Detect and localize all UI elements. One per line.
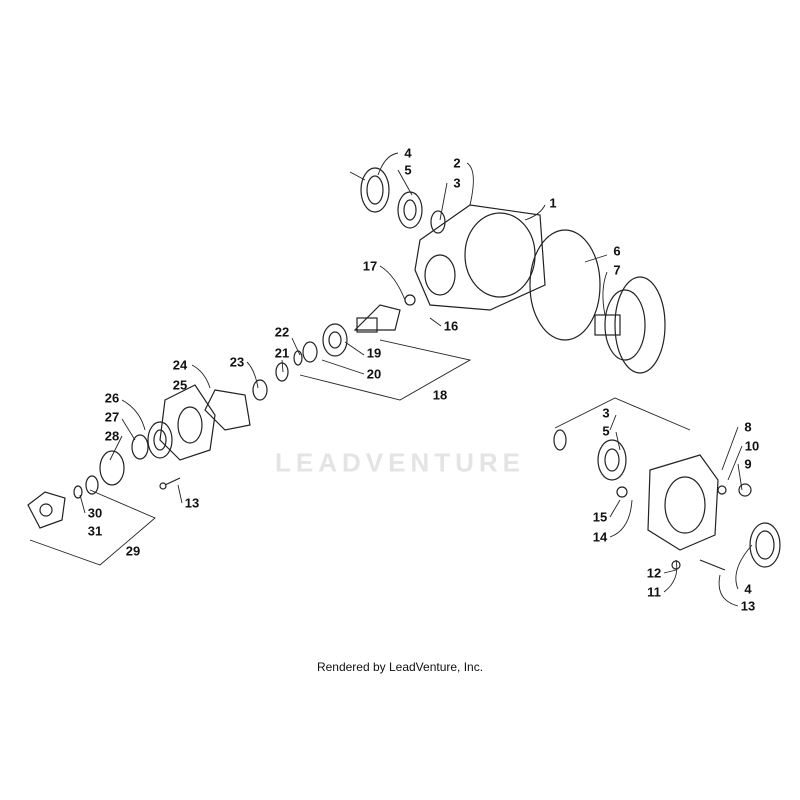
callout-13b: 13 (740, 598, 756, 614)
callout-9: 9 (744, 456, 752, 472)
seal-right (749, 522, 781, 568)
callout-27: 27 (104, 409, 120, 425)
callout-28: 28 (104, 428, 120, 444)
callout-13: 13 (184, 495, 200, 511)
callout-25: 25 (172, 377, 188, 393)
callout-19: 19 (366, 345, 382, 361)
bushing (404, 294, 416, 306)
callout-22: 22 (274, 324, 290, 340)
bolt-housing (159, 477, 181, 490)
callout-7: 7 (613, 262, 621, 278)
bearing-right (597, 439, 627, 481)
callout-4b: 4 (744, 581, 752, 597)
seal-input (99, 450, 125, 486)
callout-5b: 5 (602, 423, 610, 439)
bearing-input (147, 421, 173, 459)
gasket (204, 389, 251, 431)
callout-29: 29 (125, 543, 141, 559)
callout-6: 6 (613, 243, 621, 259)
bearing-top (397, 191, 423, 229)
callout-21: 21 (274, 345, 290, 361)
callout-31: 31 (87, 523, 103, 539)
leader-lines (29, 152, 753, 607)
callout-26: 26 (104, 390, 120, 406)
callout-18: 18 (432, 387, 448, 403)
spacer (302, 341, 318, 363)
callout-5: 5 (404, 162, 412, 178)
callout-20: 20 (366, 366, 382, 382)
ring-gear (594, 276, 666, 374)
housing (414, 204, 546, 311)
callout-2: 2 (453, 155, 461, 171)
o-ring (252, 379, 268, 401)
callout-14: 14 (592, 529, 608, 545)
callout-8: 8 (744, 419, 752, 435)
gasket-o-ring (529, 229, 601, 341)
callout-3: 3 (453, 175, 461, 191)
callout-16: 16 (443, 318, 459, 334)
seal-top (360, 167, 390, 213)
callout-17: 17 (362, 258, 378, 274)
input-flange (27, 491, 66, 529)
watermark: LEADVENTURE (274, 447, 526, 478)
pinion-gear (353, 304, 401, 333)
callout-12: 12 (646, 565, 662, 581)
circlip (131, 434, 149, 460)
screw-small (671, 560, 681, 570)
o-ring-right (553, 429, 567, 451)
bolt-cover (699, 559, 726, 571)
fill-plug (616, 486, 628, 498)
washer-input (85, 475, 99, 495)
washer-plug (717, 485, 727, 495)
pinion-housing (159, 384, 216, 461)
callout-4: 4 (404, 145, 412, 161)
footer-credit: Rendered by LeadVenture, Inc. (316, 660, 484, 674)
cover (647, 454, 719, 551)
snap-ring (275, 362, 289, 382)
bearing-pinion (322, 323, 348, 357)
callout-10: 10 (744, 438, 760, 454)
drain-plug (738, 483, 752, 497)
callout-11: 11 (647, 584, 661, 600)
o-ring-input (73, 485, 83, 499)
o-ring-top (430, 210, 446, 234)
washer (293, 350, 303, 366)
callout-23: 23 (229, 354, 245, 370)
callout-1: 1 (549, 195, 557, 211)
callout-15: 15 (592, 509, 608, 525)
callout-3b: 3 (602, 405, 610, 421)
callout-30: 30 (87, 505, 103, 521)
callout-24: 24 (172, 357, 188, 373)
